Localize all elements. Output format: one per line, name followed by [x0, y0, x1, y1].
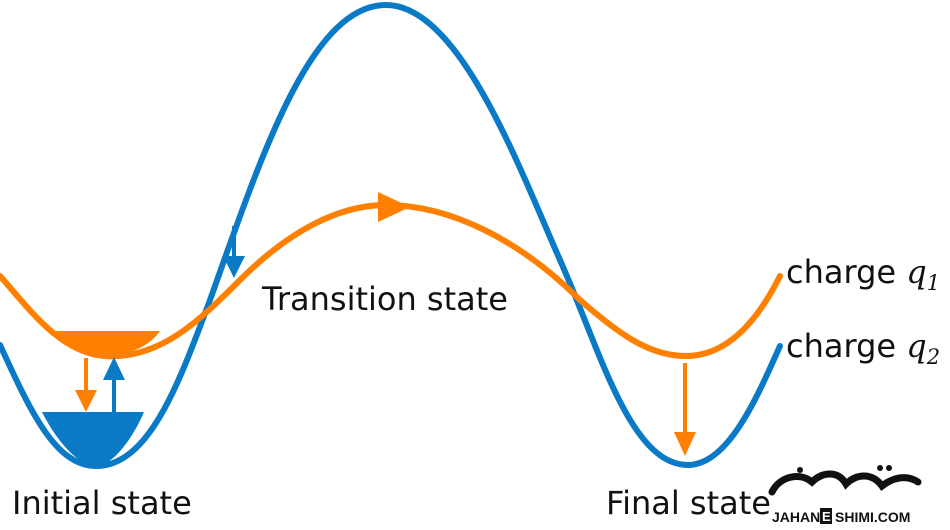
orange-down-arrow-head [75, 390, 97, 412]
initial-state-label: Initial state [12, 484, 192, 522]
transition-state-label: Transition state [261, 280, 508, 318]
final-down-arrow-head [674, 432, 696, 456]
watermark-tail: SHIMI.COM [835, 509, 910, 525]
blue-crossing-down-arrow-head [223, 256, 245, 278]
charge-q1-sub: 1 [927, 271, 940, 295]
initial-blue-well-fill [42, 412, 144, 466]
watermark-dot-3 [797, 467, 803, 473]
charge-q1-var: q [906, 253, 926, 291]
watermark-dot-2 [886, 465, 892, 471]
watermark-box [820, 508, 832, 524]
blue-up-arrow-head [103, 357, 125, 380]
charge-q2-sub: 2 [926, 345, 940, 369]
charge-q1-label: charge q1 [786, 253, 940, 295]
watermark-dot-1 [877, 465, 883, 471]
charge-q2-var: q [906, 327, 926, 365]
direction-arrowhead [378, 192, 410, 222]
charge-q2-prefix: charge [786, 327, 906, 365]
watermark-latin: JAHAN [772, 509, 820, 525]
watermark-logo: JAHAN E SHIMI.COM [768, 465, 922, 525]
blue-potential-curve [0, 1, 783, 470]
final-state-label: Final state [606, 484, 771, 522]
watermark-box-letter: E [822, 509, 831, 524]
charge-q2-label: charge q2 [786, 327, 940, 369]
watermark-arabic-glyphs [768, 470, 922, 496]
charge-q1-prefix: charge [786, 253, 906, 291]
